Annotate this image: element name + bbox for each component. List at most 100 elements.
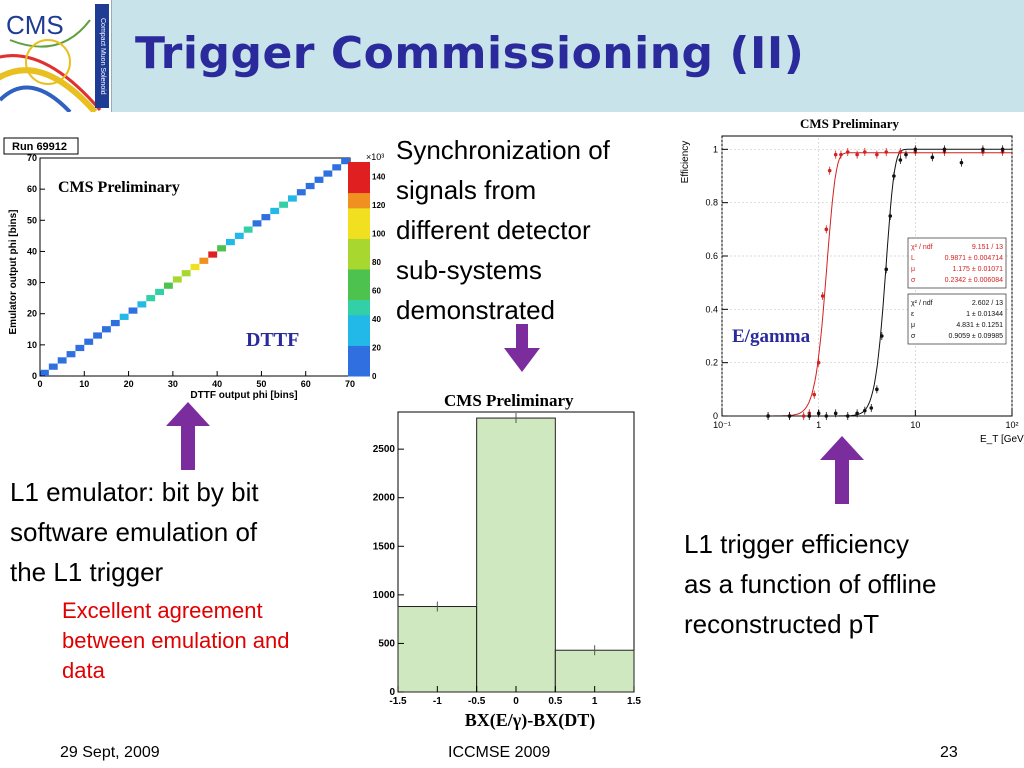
x-tick-label: 0 [513, 696, 519, 707]
data-point [930, 155, 935, 160]
l1emu-line: L1 emulator: bit by bit [10, 477, 259, 507]
hist-bar [476, 417, 556, 693]
x-tick-label: -0.5 [468, 696, 486, 707]
legend-param-value: 4.831 ± 0.1251 [956, 322, 1003, 329]
data-point [959, 160, 964, 165]
cms-logo-graphic [0, 19, 102, 112]
colorbar-segment [348, 162, 370, 178]
eff-line: L1 trigger efficiency [684, 529, 909, 559]
heatmap-cell [66, 351, 76, 358]
y-tick-label: 30 [27, 278, 37, 288]
sync-line: sub-systems [396, 255, 542, 285]
fit-legend-box [907, 293, 1007, 345]
colorbar-segment [348, 360, 370, 377]
sync-line: signals from [396, 175, 537, 205]
data-point [869, 406, 874, 410]
fit-legend-box [907, 237, 1007, 289]
colorbar-segment [348, 284, 370, 301]
data-point [845, 150, 850, 154]
hist-bar [554, 649, 635, 693]
colorbar-tick-label: 0 [372, 372, 377, 381]
colorbar-segment [348, 177, 370, 194]
heatmap-cell [208, 251, 218, 258]
y-tick-label: 1500 [373, 541, 396, 552]
x-tick-label: 20 [124, 379, 134, 389]
heatmap-cell [199, 257, 209, 264]
heatmap-cell [288, 195, 297, 202]
y-tick-label: 40 [27, 246, 37, 256]
y-tick-label: 10 [27, 340, 37, 350]
heatmap-cell [128, 307, 138, 314]
x-tick-label: 1 [592, 696, 598, 707]
l1emu-line: the L1 trigger [10, 557, 164, 587]
colorbar-segment [348, 345, 370, 362]
hist-bar [397, 606, 478, 693]
arrow-up-icon [166, 402, 210, 470]
heatmap-cell [164, 282, 173, 289]
heatmap-cell [341, 158, 350, 165]
footer-conference: ICCMSE 2009 [448, 744, 551, 761]
legend-param-label: σ [911, 333, 916, 340]
heatmap-cell [252, 220, 262, 227]
colorbar-segment [348, 192, 370, 209]
legend-param-value: 1.175 ± 0.01071 [952, 266, 1003, 273]
data-point [875, 152, 879, 157]
colorbar-tick-label: 80 [372, 258, 381, 267]
heatmap-cell [48, 363, 58, 370]
data-point [816, 360, 821, 365]
colorbar-tick-label: 120 [372, 201, 386, 210]
heatmap-cell [332, 164, 342, 171]
y-tick-label: 70 [27, 153, 37, 163]
agree-line: data [62, 658, 105, 683]
eff-annotation: E/gamma [732, 326, 811, 347]
footer-page-number: 23 [940, 744, 958, 761]
heatmap-cell [296, 189, 306, 196]
heatmap-cell [226, 238, 235, 246]
sync-text-block: Synchronization of signals from differen… [396, 130, 686, 330]
colorbar-tick-label: 20 [372, 343, 381, 352]
colorbar-segment [348, 253, 370, 270]
heatmap-cell [172, 276, 182, 283]
heatmap-cell [305, 182, 315, 190]
legend-param-value: 0.9059 ± 0.09985 [949, 333, 1004, 340]
data-point [862, 408, 867, 413]
eff-points [766, 145, 1005, 420]
y-tick-label: 0 [32, 371, 37, 381]
slide-title: Trigger Commissioning (II) [135, 28, 805, 79]
y-tick-label: 2000 [373, 493, 396, 504]
data-point [827, 168, 832, 173]
x-tick-label: 10² [1005, 420, 1018, 430]
data-point [812, 392, 817, 397]
heatmap-cell [270, 207, 280, 215]
colorbar-tick-label: 60 [372, 286, 381, 295]
data-point [898, 150, 903, 154]
x-tick-label: 60 [301, 379, 311, 389]
arrow-down-icon [504, 324, 540, 372]
y-tick-label: 500 [378, 638, 395, 649]
data-point [913, 147, 918, 152]
eff-xlabel: E_T [GeV] [980, 434, 1024, 445]
x-tick-label: 50 [256, 379, 266, 389]
colorbar-tick-label: 40 [372, 315, 381, 324]
hist-bars [397, 413, 635, 693]
colorbar-segment [348, 299, 370, 316]
heatmap-cells [40, 158, 350, 376]
data-point [855, 152, 859, 157]
x-tick-label: 10⁻¹ [713, 420, 731, 430]
data-point [824, 414, 829, 418]
x-tick-label: -1.5 [389, 696, 407, 707]
data-point [875, 387, 879, 392]
x-tick-label: 1.5 [627, 696, 641, 707]
heatmap-cell [40, 369, 49, 376]
legend-param-label: μ [911, 322, 915, 329]
x-tick-label: 1 [816, 420, 821, 430]
heatmap-title: CMS Preliminary [58, 179, 180, 196]
eff-ylabel: Efficiency [680, 141, 691, 184]
agree-line: Excellent agreement [62, 598, 263, 623]
heatmap-cell [181, 270, 191, 277]
footer-date: 29 Sept, 2009 [60, 744, 160, 761]
colorbar-exponent: ×10³ [366, 152, 384, 162]
eff-line: reconstructed pT [684, 609, 880, 639]
